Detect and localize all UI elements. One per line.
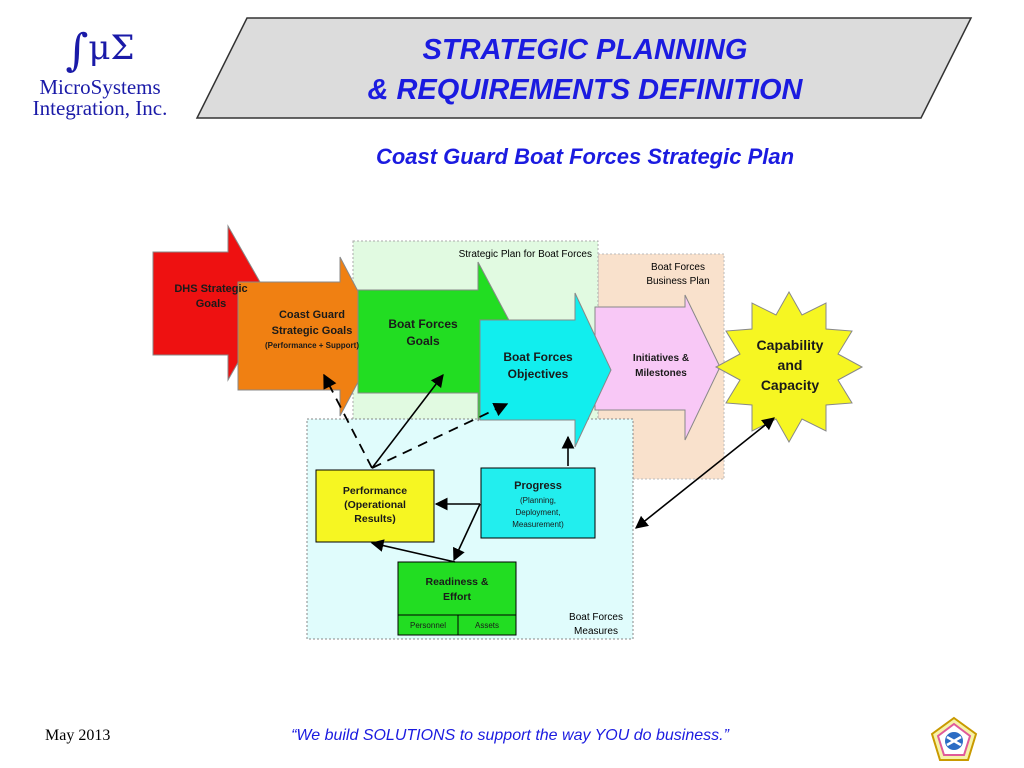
company-logo: ∫μΣ MicroSystems Integration, Inc. xyxy=(0,22,200,119)
connector-readiness-to-performance xyxy=(370,539,456,563)
performance-label-2: (Operational xyxy=(344,499,406,511)
boat-goals-label-2: Goals xyxy=(406,334,440,348)
progress-label-3: Deployment, xyxy=(516,508,561,517)
objectives-label-1: Boat Forces xyxy=(503,350,573,364)
footer-date: May 2013 xyxy=(45,727,111,744)
page-title: STRATEGIC PLANNING & REQUIREMENTS DEFINI… xyxy=(195,30,975,110)
connector-performance-to-goals xyxy=(371,373,444,469)
page-subtitle: Coast Guard Boat Forces Strategic Plan xyxy=(375,144,795,169)
box-progress xyxy=(480,467,596,539)
progress-label-2: (Planning, xyxy=(520,496,556,505)
connector-progress-to-readiness xyxy=(453,503,481,562)
region-business-plan-label-1: Boat Forces xyxy=(651,262,705,273)
objectives-label-2: Objectives xyxy=(508,367,569,381)
box-readiness xyxy=(397,561,517,636)
title-line2: & REQUIREMENTS DEFINITION xyxy=(367,74,803,106)
performance-label-3: Results) xyxy=(354,513,395,525)
logo-mark: ∫μΣ xyxy=(0,22,200,77)
title-banner xyxy=(195,17,973,119)
progress-label-1: Progress xyxy=(514,480,562,492)
connector-measures-to-capability xyxy=(634,417,776,529)
integral-symbol: ∫ xyxy=(65,25,89,76)
boat-goals-label-1: Boat Forces xyxy=(388,317,458,331)
star-label-1: Capability xyxy=(757,337,824,353)
initiatives-label-1: Initiatives & xyxy=(633,353,689,364)
company-name-line1: MicroSystems xyxy=(39,75,161,99)
dhs-label-2: Goals xyxy=(196,298,227,310)
mu-sigma-symbol: μΣ xyxy=(88,28,135,68)
company-name-line2: Integration, Inc. xyxy=(32,96,168,120)
readiness-assets: Assets xyxy=(475,621,499,630)
region-business-plan-label-2: Business Plan xyxy=(646,276,709,287)
readiness-personnel: Personnel xyxy=(410,621,446,630)
coast-guard-label-2: Strategic Goals xyxy=(272,325,353,337)
dhs-label-1: DHS Strategic xyxy=(174,283,247,295)
starburst-capability-capacity xyxy=(714,290,864,444)
initiatives-label-2: Milestones xyxy=(635,368,687,379)
star-label-2: and xyxy=(778,357,803,373)
connector-performance-to-objectives xyxy=(371,403,509,469)
connector-performance-to-coast-guard xyxy=(323,373,373,469)
arrow-initiatives-milestones xyxy=(594,294,721,441)
arrow-boat-forces-objectives xyxy=(479,292,612,448)
coast-guard-label-3: (Performance + Support) xyxy=(265,341,359,350)
star-label-3: Capacity xyxy=(761,377,820,393)
box-performance xyxy=(315,469,435,543)
coast-guard-label-1: Coast Guard xyxy=(279,309,345,321)
region-strategic-plan-label: Strategic Plan for Boat Forces xyxy=(459,249,592,260)
performance-label-1: Performance xyxy=(343,485,407,497)
region-measures-label-1: Boat Forces xyxy=(569,612,623,623)
footer-quote: “We build SOLUTIONS to support the way Y… xyxy=(291,727,729,744)
title-line1: STRATEGIC PLANNING xyxy=(422,34,748,66)
region-measures-label-2: Measures xyxy=(574,626,618,637)
readiness-label-2: Effort xyxy=(443,591,471,603)
coast-guard-emblem-icon xyxy=(930,716,978,761)
progress-label-4: Measurement) xyxy=(512,520,564,529)
readiness-label-1: Readiness & xyxy=(425,576,488,588)
